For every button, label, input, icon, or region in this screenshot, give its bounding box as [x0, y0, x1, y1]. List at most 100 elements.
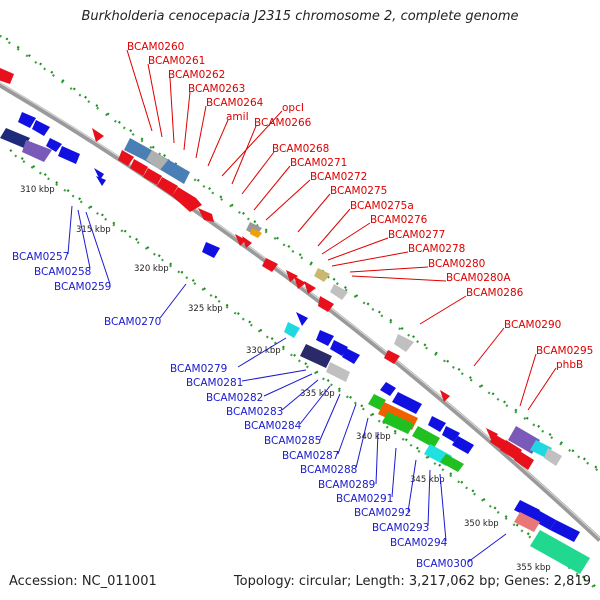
gene-label[interactable]: opcI: [282, 102, 304, 114]
gene-forward[interactable]: [143, 168, 162, 185]
gene-forward[interactable]: [235, 234, 246, 246]
gene-reverse[interactable]: [514, 500, 540, 520]
gene-label[interactable]: BCAM0258: [34, 266, 91, 278]
gene-label[interactable]: BCAM0283: [226, 406, 283, 418]
gene-reverse[interactable]: [94, 168, 104, 180]
gene-forward[interactable]: [514, 450, 534, 470]
gene-label[interactable]: BCAM0300: [416, 558, 473, 570]
gene-reverse[interactable]: [392, 392, 422, 414]
gene-label[interactable]: amiI: [226, 111, 249, 123]
gene-forward[interactable]: [262, 258, 278, 272]
gene-reverse[interactable]: [442, 426, 460, 442]
gene-forward[interactable]: [304, 281, 316, 294]
gene-forward[interactable]: [294, 276, 306, 289]
gene-reverse[interactable]: [514, 512, 540, 532]
gene-reverse[interactable]: [342, 348, 360, 364]
gene-label[interactable]: BCAM0275a: [350, 200, 414, 212]
gene-reverse[interactable]: [428, 416, 446, 432]
gene-forward[interactable]: [314, 268, 330, 282]
gene-label[interactable]: BCAM0287: [282, 450, 339, 462]
gene-label[interactable]: BCAM0292: [354, 507, 411, 519]
gene-reverse[interactable]: [316, 330, 334, 346]
gene-label[interactable]: BCAM0272: [310, 171, 367, 183]
gene-reverse[interactable]: [202, 242, 220, 258]
gene-label[interactable]: BCAM0266: [254, 117, 312, 129]
gene-reverse[interactable]: [412, 426, 440, 448]
gene-reverse[interactable]: [18, 112, 36, 128]
gene-label[interactable]: BCAM0288: [300, 464, 357, 476]
gene-label[interactable]: BCAM0295: [536, 345, 593, 357]
gene-forward[interactable]: [0, 68, 14, 84]
gene-label[interactable]: BCAM0291: [336, 493, 393, 505]
gene-label[interactable]: BCAM0259: [54, 281, 111, 293]
gene-reverse[interactable]: [22, 140, 52, 162]
gene-forward[interactable]: [172, 187, 202, 212]
gene-label[interactable]: BCAM0280: [428, 258, 485, 270]
gene-label[interactable]: BCAM0262: [168, 69, 225, 81]
gene-reverse[interactable]: [532, 510, 556, 530]
gene-reverse[interactable]: [530, 530, 590, 574]
gene-forward[interactable]: [286, 270, 298, 282]
gene-reverse[interactable]: [300, 344, 332, 368]
gene-label[interactable]: BCAM0293: [372, 522, 429, 534]
gene-forward[interactable]: [130, 159, 148, 176]
gene-label[interactable]: BCAM0270: [104, 316, 161, 328]
gene-reverse[interactable]: [330, 340, 348, 356]
gene-label[interactable]: BCAM0271: [290, 157, 347, 169]
reverse-gene-labels: [67, 205, 507, 563]
gene-forward[interactable]: [486, 428, 498, 442]
gene-reverse[interactable]: [0, 128, 30, 148]
gene-reverse[interactable]: [32, 120, 50, 136]
gene-reverse[interactable]: [326, 362, 350, 382]
gene-label[interactable]: BCAM0263: [188, 83, 245, 95]
gc-skew-track-inner: [9, 149, 600, 593]
gene-label[interactable]: phbB: [556, 359, 583, 371]
kbp-tick-label: 345 kbp: [410, 475, 445, 485]
gene-label[interactable]: BCAM0289: [318, 479, 375, 491]
gene-label[interactable]: BCAM0277: [388, 229, 445, 241]
gene-reverse[interactable]: [550, 520, 580, 542]
gene-forward[interactable]: [157, 177, 178, 196]
gene-label[interactable]: BCAM0276: [370, 214, 428, 226]
gene-label[interactable]: BCAM0268: [272, 143, 329, 155]
gene-label[interactable]: BCAM0261: [148, 55, 205, 67]
gene-reverse[interactable]: [296, 312, 308, 326]
gene-label[interactable]: BCAM0279: [170, 363, 227, 375]
gene-forward[interactable]: [384, 350, 400, 364]
gene-forward[interactable]: [118, 150, 134, 166]
gene-label[interactable]: BCAM0285: [264, 435, 321, 447]
gene-reverse[interactable]: [440, 454, 464, 472]
gene-reverse[interactable]: [284, 322, 300, 338]
gene-label[interactable]: BCAM0278: [408, 243, 465, 255]
gene-forward[interactable]: [544, 448, 562, 466]
gene-forward[interactable]: [198, 208, 214, 222]
gene-forward[interactable]: [440, 390, 450, 402]
gene-label[interactable]: BCAM0290: [504, 319, 561, 331]
gene-forward[interactable]: [394, 334, 414, 352]
gene-forward[interactable]: [242, 236, 252, 248]
gene-label[interactable]: BCAM0264: [206, 97, 264, 109]
gene-forward[interactable]: [146, 150, 168, 170]
kbp-tick-label: 340 kbp: [356, 432, 391, 442]
gene-reverse[interactable]: [368, 394, 386, 410]
gene-reverse[interactable]: [96, 176, 106, 186]
gene-label[interactable]: BCAM0257: [12, 251, 69, 263]
gene-label[interactable]: BCAM0260: [127, 41, 184, 53]
gene-forward[interactable]: [250, 228, 262, 238]
gene-reverse[interactable]: [452, 436, 474, 454]
gene-reverse[interactable]: [380, 382, 396, 396]
gene-label[interactable]: BCAM0282: [206, 392, 263, 404]
gene-reverse[interactable]: [58, 146, 80, 164]
gene-label[interactable]: BCAM0284: [244, 420, 302, 432]
gene-label[interactable]: BCAM0275: [330, 185, 387, 197]
gene-reverse[interactable]: [382, 412, 414, 434]
gene-forward[interactable]: [318, 296, 334, 312]
gene-forward[interactable]: [92, 128, 104, 142]
forward-gene-label-text: BCAM0260 BCAM0261 BCAM0262 BCAM0263 BCAM…: [127, 41, 593, 371]
gene-label[interactable]: BCAM0281: [186, 377, 243, 389]
gene-label[interactable]: BCAM0294: [390, 537, 448, 549]
gene-label[interactable]: BCAM0280A: [446, 272, 511, 284]
gene-reverse[interactable]: [46, 138, 62, 152]
gene-forward[interactable]: [330, 284, 348, 300]
gene-label[interactable]: BCAM0286: [466, 287, 524, 299]
